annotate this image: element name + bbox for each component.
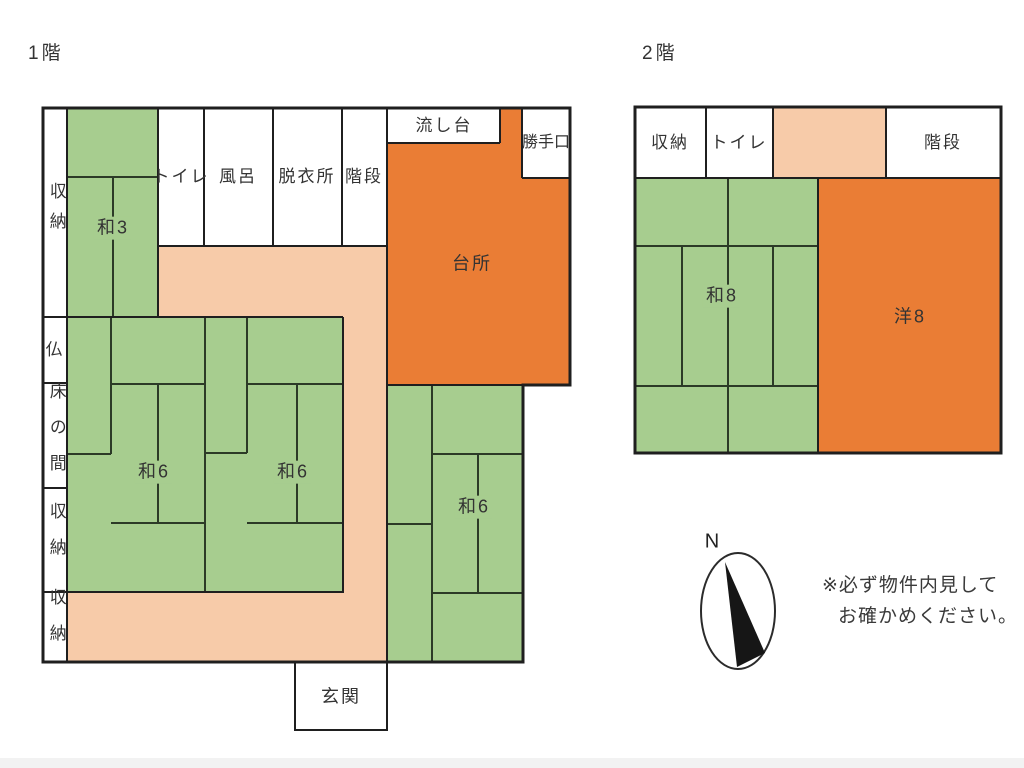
note-line1: ※必ず物件内見して [822, 575, 999, 596]
floor2-plan [633, 105, 1003, 455]
label-room-wa8: 和8 [702, 284, 742, 308]
label-entrance: 玄関 [321, 686, 361, 707]
footer-strip [0, 758, 1024, 768]
label-dressing-room: 脱衣所 [278, 167, 336, 187]
label-storage-top-1f: 収納 [46, 182, 66, 242]
label-sink: 流し台 [415, 116, 473, 136]
compass-north-label: N [704, 530, 720, 553]
label-room-yo8: 洋8 [893, 306, 927, 327]
floor1-plan [41, 106, 572, 731]
label-storage-bottom-1f: 収納 [46, 588, 66, 660]
floor2-title: 2階 [642, 43, 678, 64]
label-stairs-2f: 階段 [924, 133, 962, 153]
label-bath: 風呂 [219, 167, 257, 187]
label-toilet-2f: トイレ [710, 133, 768, 153]
label-storage-mid-1f: 収納 [46, 502, 66, 574]
label-storage-2f: 収納 [651, 133, 689, 153]
note-line2: お確かめください。 [838, 606, 1019, 627]
label-room-wa6-right: 和6 [273, 460, 313, 484]
label-toilet-1f: トイレ [152, 167, 210, 187]
label-stairs-1f: 階段 [345, 167, 383, 187]
floor1-title: 1階 [28, 43, 64, 64]
entrance-porch-outline [294, 662, 388, 731]
label-butsudan: 仏 [45, 340, 65, 360]
label-tokonoma: 床の間 [46, 382, 66, 490]
compass-needle [725, 562, 765, 667]
label-back-door: 勝手口 [521, 133, 571, 151]
label-room-wa6-left: 和6 [134, 460, 174, 484]
label-room-wa3: 和3 [93, 216, 133, 240]
label-room-wa6-entrance: 和6 [454, 495, 494, 519]
compass-rose [700, 552, 776, 670]
label-kitchen: 台所 [452, 253, 492, 274]
